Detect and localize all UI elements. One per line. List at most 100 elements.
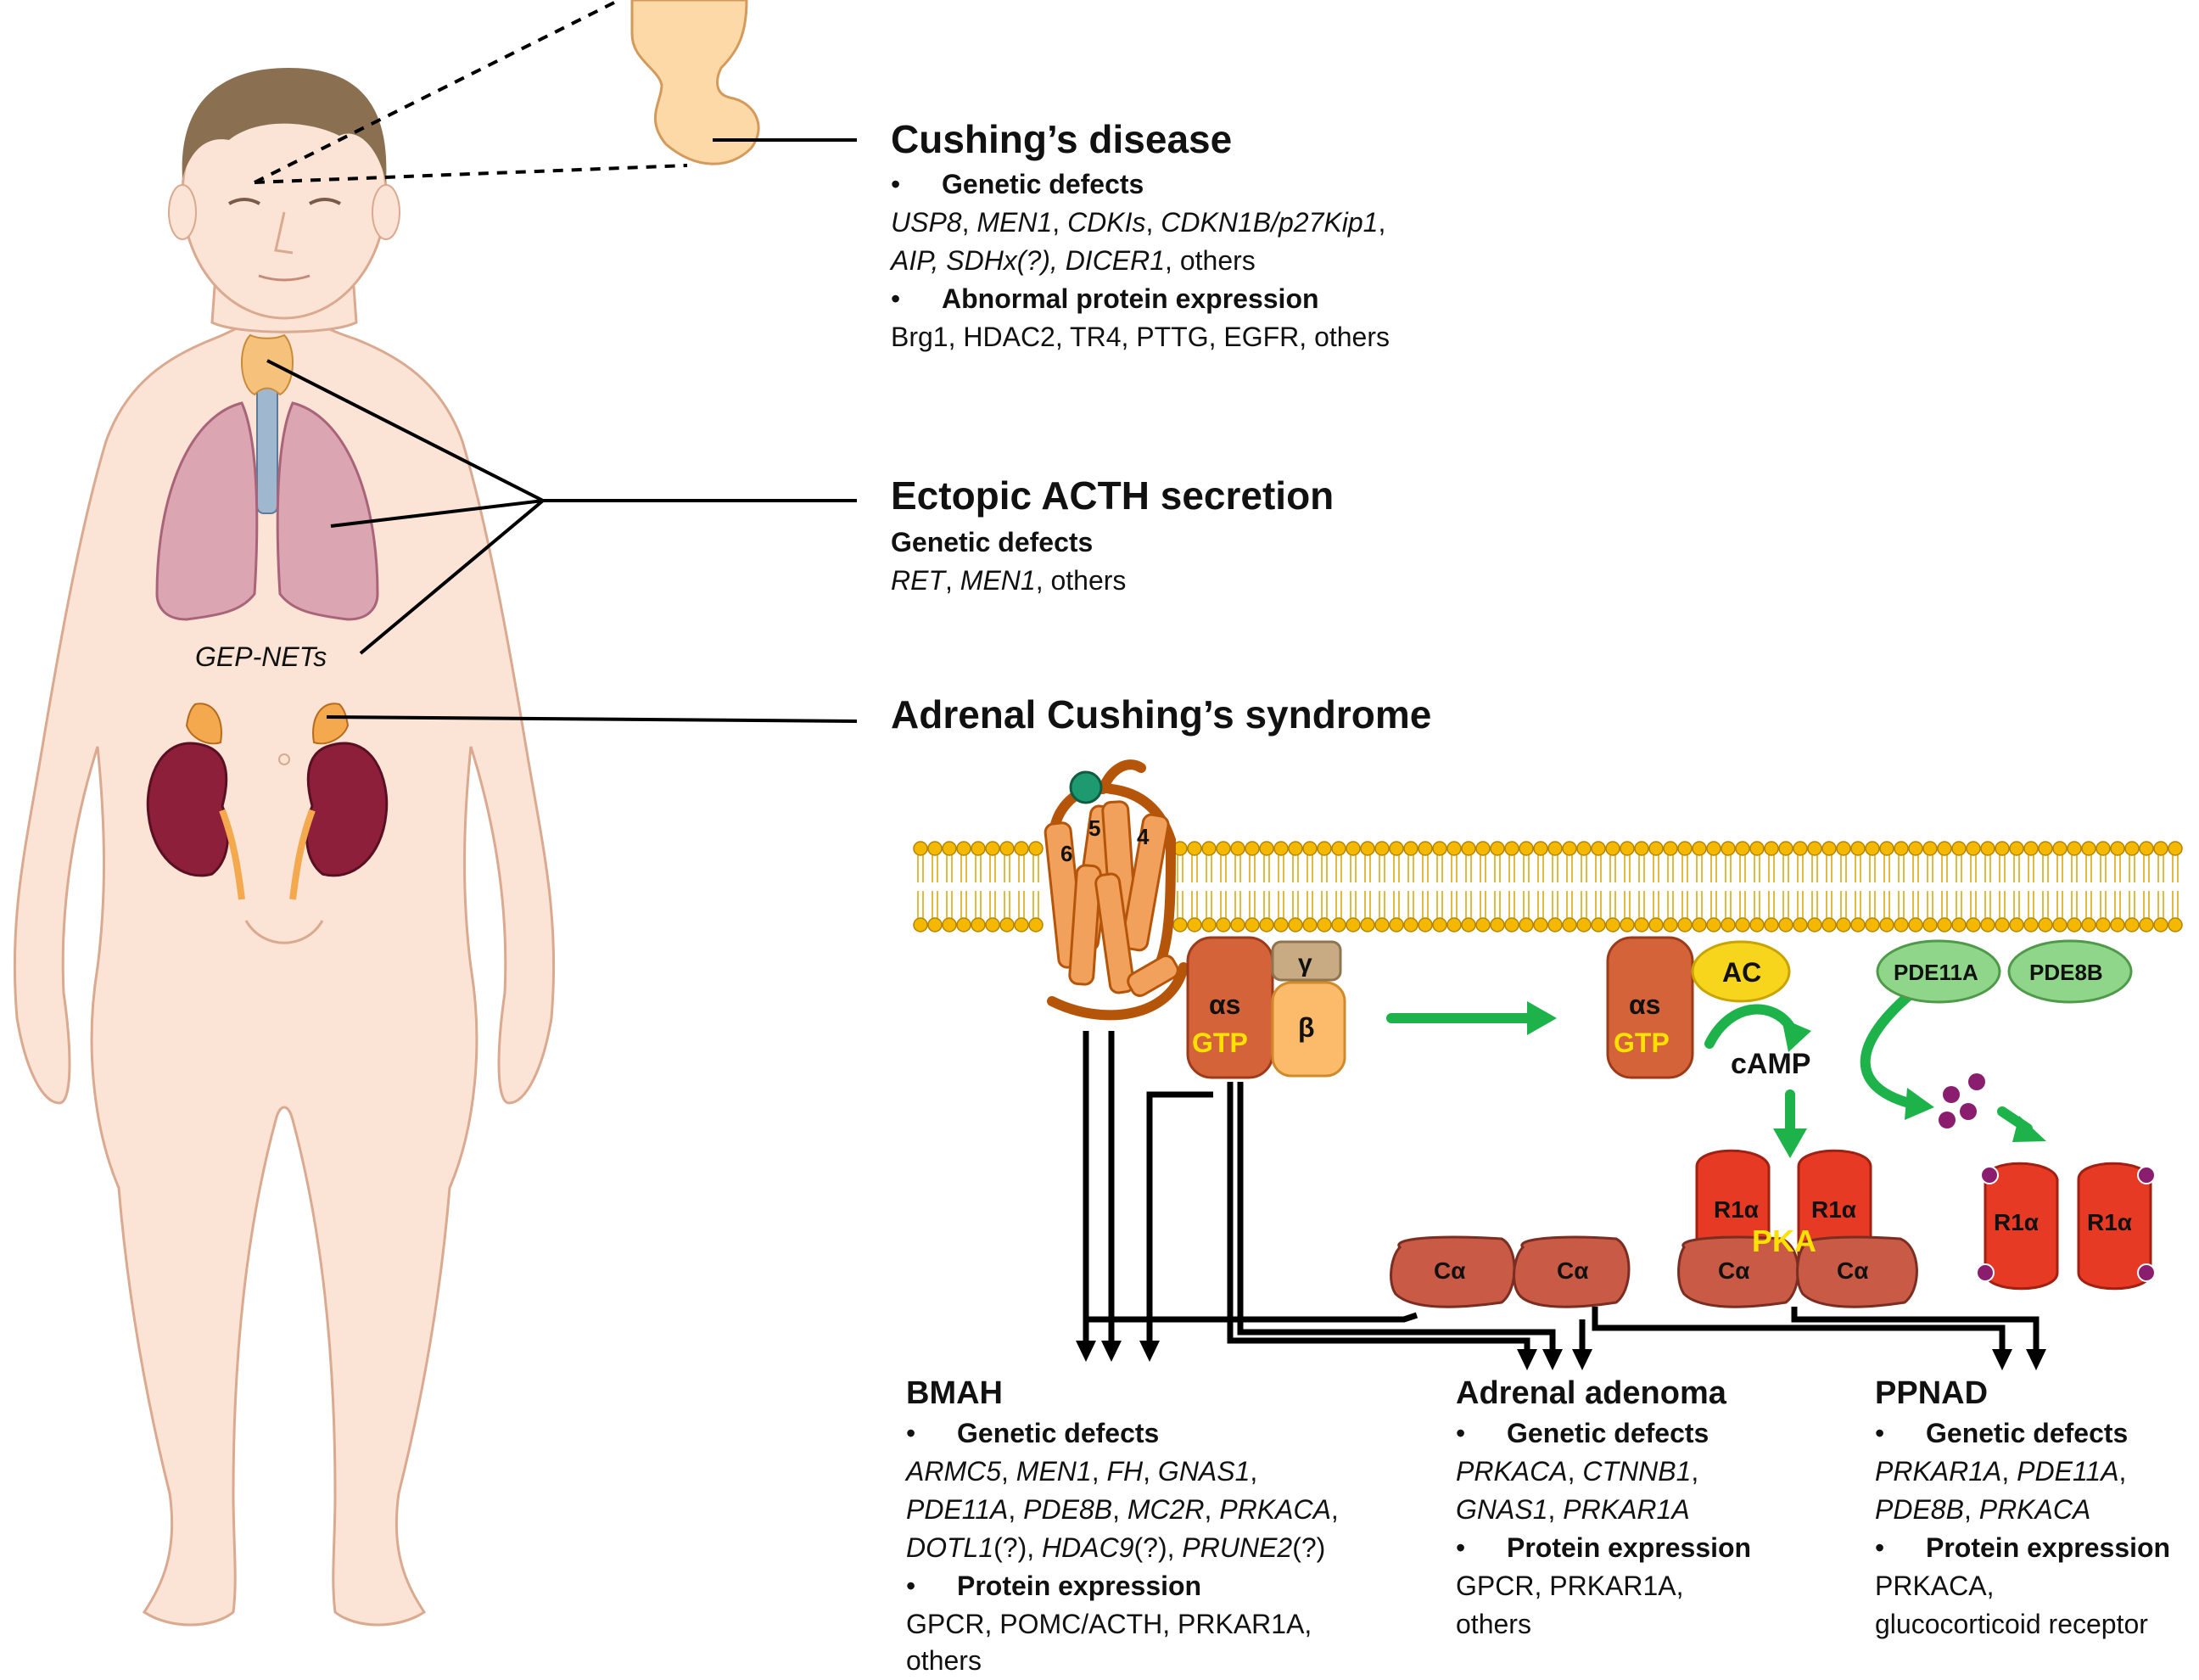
lipid-head [1778, 841, 1793, 856]
lipid-tail [1710, 891, 1717, 918]
lipid-tail [1335, 855, 1342, 882]
lipid-tail [1739, 855, 1746, 882]
thyroid-trachea [241, 333, 294, 514]
lipid-head [1374, 917, 1390, 932]
green-arrowheads [1527, 1001, 2046, 1158]
lipid-head [1634, 917, 1649, 932]
lipid-head [1894, 841, 1909, 856]
lipid-tail [2100, 891, 2107, 918]
lipid-tail [1451, 891, 1458, 918]
lipid-tail [1018, 891, 1025, 918]
lipid-tail [932, 855, 938, 882]
lipid-head [1591, 841, 1606, 856]
lipid-head [985, 917, 1000, 932]
lipid-head [1547, 841, 1563, 856]
lipid-tail [1278, 891, 1284, 918]
lipid-bilayer [913, 841, 2183, 932]
lipid-tail [2143, 891, 2150, 918]
right-kidney [305, 742, 389, 877]
lipid-tail [1840, 891, 1847, 918]
lipid-head [1475, 917, 1491, 932]
lipid-tail [1508, 891, 1515, 918]
lipid-head [1605, 841, 1620, 856]
lipid-tail [1956, 891, 1962, 918]
lipid-head [1317, 917, 1332, 932]
lipid-head [1288, 841, 1303, 856]
lipid-head [1692, 841, 1707, 856]
lipid-head [1331, 917, 1346, 932]
lipid-head [1187, 841, 1202, 856]
lipid-head [2168, 841, 2183, 856]
lipid-tail [1552, 855, 1558, 882]
ppnad-genetic-line-2: PDE8B, PRKACA [1875, 1494, 2091, 1525]
lipid-head [1216, 917, 1231, 932]
lipid-tail [1249, 855, 1256, 882]
lipid-head [1879, 917, 1894, 932]
lipid-head [913, 841, 928, 856]
lipid-head [1490, 841, 1505, 856]
lipid-tail [1653, 891, 1659, 918]
left-eye [228, 198, 260, 205]
lipid-head [1389, 841, 1404, 856]
lipid-head [1793, 917, 1808, 932]
lipid-tail [1451, 855, 1458, 882]
lipid-tail [1970, 891, 1977, 918]
lipid-tail [1335, 891, 1342, 918]
lipid-head [1432, 917, 1447, 932]
lipid-tail [1436, 855, 1443, 882]
lipid-head [1807, 841, 1822, 856]
lipid-tail [1811, 891, 1818, 918]
lipid-tail [1826, 855, 1832, 882]
lipid-head [1259, 917, 1274, 932]
left-ureter [219, 809, 245, 900]
right-adrenal [312, 703, 350, 745]
lipid-head [1894, 917, 1909, 932]
lipid-head [1922, 917, 1938, 932]
lipid-tail [1811, 855, 1818, 882]
adenoma-genetic-line-2: GNAS1, PRKAR1A [1456, 1494, 1690, 1525]
lipid-head [1836, 841, 1851, 856]
lipid-head [1446, 917, 1462, 932]
lipid-head [1403, 841, 1418, 856]
lipid-head [2124, 841, 2140, 856]
lipid-tail [2100, 855, 2107, 882]
lipid-tail [1364, 891, 1371, 918]
lipid-head [1706, 917, 1721, 932]
camp-label: cAMP [1731, 1048, 1810, 1080]
ectopic-title: Ectopic ACTH secretion [891, 473, 1335, 518]
lipid-head [913, 917, 928, 932]
pathway-labels: 6 5 4 αs GTP γ β αs GTP AC cAMP PDE11A P… [195, 641, 2132, 1284]
lipid-tail [1696, 891, 1703, 918]
lipid-head [1533, 841, 1548, 856]
lipid-head [1576, 917, 1592, 932]
lipid-tail [1249, 891, 1256, 918]
lipid-tail [1379, 891, 1385, 918]
lipid-head [1620, 841, 1635, 856]
lipid-head [1201, 841, 1217, 856]
lipid-tail [1595, 855, 1602, 882]
lipid-head [1418, 917, 1433, 932]
lipid-tail [2071, 891, 2078, 918]
lipid-head [1634, 841, 1649, 856]
cushing-genetic-line-2: AIP, SDHx(?), DICER1, others [891, 245, 1256, 276]
lipid-tail [1956, 855, 1962, 882]
lipid-tail [1494, 891, 1501, 918]
g-beta-label: β [1298, 1012, 1315, 1043]
lipid-head [1793, 841, 1808, 856]
bmah-genetic-line-3: DOTL1(?), HDAC9(?), PRUNE2(?) [906, 1532, 1326, 1563]
black-arrowheads [1076, 1341, 2046, 1370]
lipid-head [1028, 841, 1044, 856]
lipid-head [1966, 841, 1981, 856]
lipid-head [1418, 841, 1433, 856]
lipid-tail [1912, 891, 1919, 918]
lipid-head [2009, 917, 2024, 932]
lipid-tail [2129, 855, 2135, 882]
lipid-tail [932, 891, 938, 918]
lipid-tail [1032, 891, 1039, 918]
lipid-head [2009, 841, 2024, 856]
human-figure [13, 68, 556, 1627]
lipid-tail [1581, 855, 1587, 882]
lipid-tail [2157, 855, 2164, 882]
kidneys-adrenals [146, 703, 389, 900]
gpcr-receptor [1044, 759, 1189, 1021]
